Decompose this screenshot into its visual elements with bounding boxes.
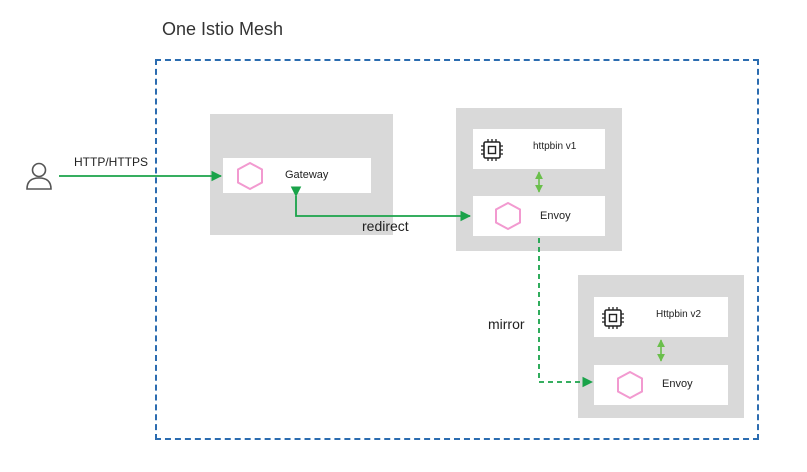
httpbin-v1-card[interactable]: httpbin v1 bbox=[473, 129, 605, 169]
hexagon-icon bbox=[237, 161, 263, 191]
protocol-label: HTTP/HTTPS bbox=[74, 155, 148, 169]
envoy-v1-label: Envoy bbox=[540, 210, 571, 222]
httpbin-v2-label: Httpbin v2 bbox=[656, 309, 702, 320]
mirror-label: mirror bbox=[488, 316, 525, 332]
envoy-v1-card[interactable]: Envoy bbox=[473, 196, 605, 236]
mesh-title: One Istio Mesh bbox=[162, 19, 284, 39]
httpbin-v1-label: httpbin v1 bbox=[533, 141, 577, 152]
envoy-v2-card[interactable]: Envoy bbox=[594, 365, 728, 405]
service-v1-group: httpbin v1 Envoy bbox=[456, 108, 622, 251]
hexagon-icon bbox=[495, 201, 521, 231]
chip-icon bbox=[481, 139, 503, 161]
chip-icon bbox=[602, 307, 624, 329]
redirect-arrow bbox=[290, 186, 472, 222]
envoy-v2-label: Envoy bbox=[662, 378, 693, 390]
mesh-boundary bbox=[155, 59, 759, 440]
httpbin-v2-card[interactable]: Httpbin v2 bbox=[594, 297, 728, 337]
mirror-arrow bbox=[538, 238, 594, 388]
user-icon bbox=[26, 162, 52, 190]
hexagon-icon bbox=[617, 370, 643, 400]
gateway-label: Gateway bbox=[285, 169, 329, 181]
redirect-label: redirect bbox=[362, 218, 409, 234]
